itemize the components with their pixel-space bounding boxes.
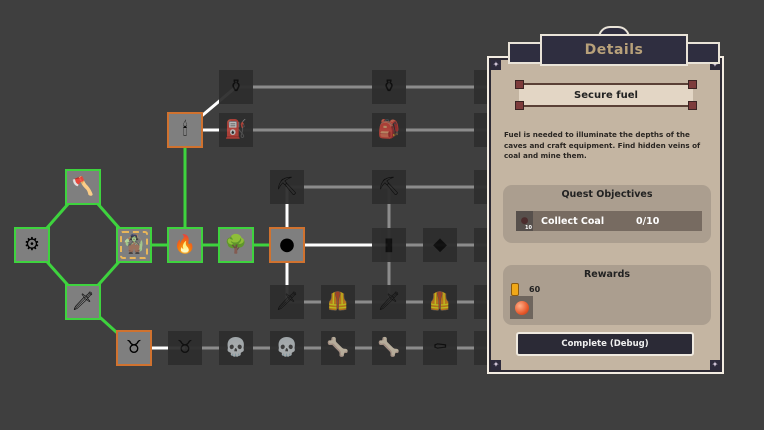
copper-ore-icon: ● bbox=[279, 234, 295, 255]
jetpack-icon: 🎒 bbox=[377, 119, 401, 140]
quest-node-jerrycan[interactable]: ⛽ bbox=[219, 113, 253, 147]
cauldron-icon: 🧌 bbox=[122, 234, 146, 255]
quest-title-bar: Secure fuel bbox=[515, 80, 697, 110]
potion-icon: ⚱ bbox=[228, 76, 244, 97]
quest-node-iron-bar[interactable]: ▮ bbox=[372, 228, 406, 262]
objectives-title: Quest Objectives bbox=[561, 189, 653, 200]
quest-node-lantern-potion[interactable]: ⚱ bbox=[372, 70, 406, 104]
quest-node-iron-armor[interactable]: 🦺 bbox=[423, 285, 457, 319]
quest-node-horns-start[interactable]: ♉ bbox=[116, 330, 152, 366]
sword-icon: 🗡 bbox=[71, 291, 95, 312]
quest-node-skull-2[interactable]: 💀 bbox=[270, 331, 304, 365]
gear-icon: ⚙ bbox=[23, 234, 41, 255]
quest-node-iron-sword[interactable]: 🗡 bbox=[372, 285, 406, 319]
fang-icon: 🦴 bbox=[326, 337, 350, 358]
sword-icon: 🗡 bbox=[377, 291, 401, 312]
complete-debug-button[interactable]: Complete (Debug) bbox=[516, 332, 694, 356]
corner-ornament-icon: ✦ bbox=[710, 360, 720, 370]
quest-description: Fuel is needed to illuminate the depths … bbox=[504, 130, 701, 160]
ornament-icon bbox=[515, 80, 524, 89]
candles-icon: 🕯 bbox=[182, 119, 188, 140]
quest-node-jetpack[interactable]: 🎒 bbox=[372, 113, 406, 147]
skull-icon: 💀 bbox=[224, 337, 248, 358]
ornament-icon bbox=[515, 101, 524, 110]
torch-icon: 🔥 bbox=[173, 234, 197, 255]
jerrycan-icon: ⛽ bbox=[224, 119, 248, 140]
quest-node-candles[interactable]: 🕯 bbox=[167, 112, 203, 148]
armor-icon: 🦺 bbox=[428, 291, 452, 312]
objective-label: Collect Coal bbox=[541, 215, 605, 227]
rewards-title: Rewards bbox=[583, 269, 631, 280]
quest-node-axe[interactable]: 🪓 bbox=[65, 169, 101, 205]
coal-icon: ●10 bbox=[516, 211, 533, 231]
gold-reward: 60 bbox=[511, 283, 540, 296]
banner-main: Details bbox=[540, 34, 688, 66]
panel-title: Details bbox=[584, 42, 644, 58]
quest-node-fang-2[interactable]: 🦴 bbox=[372, 331, 406, 365]
iron-bar-icon: ▮ bbox=[384, 234, 394, 255]
copper-ore-icon bbox=[514, 300, 529, 315]
potion-icon: ⚱ bbox=[381, 76, 397, 97]
coffin-icon: ⚰ bbox=[432, 337, 448, 358]
quest-node-sword-green[interactable]: 🗡 bbox=[65, 284, 101, 320]
corner-ornament-icon: ✦ bbox=[491, 60, 501, 70]
pickaxe-icon: ⛏ bbox=[377, 176, 401, 197]
gold-amount: 60 bbox=[529, 285, 541, 294]
rewards-box: Rewards 60 bbox=[503, 265, 711, 325]
skull-icon: 💀 bbox=[275, 337, 299, 358]
quest-node-copper-sword[interactable]: 🗡 bbox=[270, 285, 304, 319]
details-banner: Details bbox=[508, 22, 720, 74]
reward-item-slot[interactable] bbox=[510, 296, 533, 319]
armor-icon: 🦺 bbox=[326, 291, 350, 312]
objective-progress: 0/10 bbox=[636, 215, 660, 227]
horns-icon: ♉ bbox=[125, 337, 143, 358]
quest-node-fang-1[interactable]: 🦴 bbox=[321, 331, 355, 365]
corner-ornament-icon: ✦ bbox=[491, 360, 501, 370]
selection-frame bbox=[120, 231, 148, 259]
quest-node-coffin[interactable]: ⚰ bbox=[423, 331, 457, 365]
quest-title: Secure fuel bbox=[574, 89, 638, 101]
quest-node-horns-2[interactable]: ♉ bbox=[168, 331, 202, 365]
ornament-icon bbox=[688, 80, 697, 89]
axe-icon: 🪓 bbox=[71, 176, 95, 197]
gold-coin-icon bbox=[511, 283, 519, 296]
objective-row: ●10 Collect Coal 0/10 bbox=[516, 211, 702, 231]
quest-node-potion[interactable]: ⚱ bbox=[219, 70, 253, 104]
quest-node-skull-1[interactable]: 💀 bbox=[219, 331, 253, 365]
quest-node-torch[interactable]: 🔥 bbox=[167, 227, 203, 263]
pickaxe-icon: ⛏ bbox=[275, 176, 299, 197]
quest-objectives-box: Quest Objectives ●10 Collect Coal 0/10 bbox=[503, 185, 711, 243]
quest-node-copper-armor[interactable]: 🦺 bbox=[321, 285, 355, 319]
ornament-icon bbox=[688, 101, 697, 110]
tree-icon: 🌳 bbox=[224, 234, 248, 255]
quest-node-copper-ore[interactable]: ● bbox=[269, 227, 305, 263]
sword-icon: 🗡 bbox=[275, 291, 299, 312]
gem-icon: ◆ bbox=[433, 234, 447, 255]
quest-node-amethyst[interactable]: ◆ bbox=[423, 228, 457, 262]
quest-node-tree[interactable]: 🌳 bbox=[218, 227, 254, 263]
horns-icon: ♉ bbox=[176, 337, 194, 358]
quest-node-cauldron[interactable]: 🧌 bbox=[116, 227, 152, 263]
quest-node-gear[interactable]: ⚙ bbox=[14, 227, 50, 263]
quest-node-gold-pickaxe[interactable]: ⛏ bbox=[270, 170, 304, 204]
corner-ornament-icon: ✦ bbox=[710, 60, 720, 70]
fang-icon: 🦴 bbox=[377, 337, 401, 358]
quest-node-iron-pickaxe[interactable]: ⛏ bbox=[372, 170, 406, 204]
